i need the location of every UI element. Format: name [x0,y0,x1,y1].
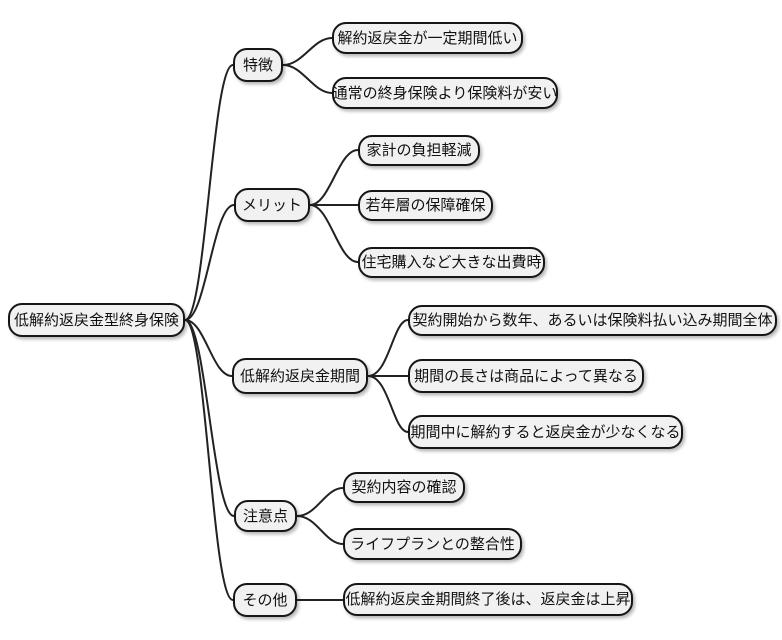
link-cautions-2 [296,515,344,545]
link-root-period [184,319,233,377]
link-merits-1 [309,149,359,206]
link-features-1 [282,37,333,66]
node-leaf-period-3: 期間中に解約すると返戻金が少なくなる [408,415,683,449]
link-merits-3 [309,204,359,263]
link-cautions-1 [296,487,344,517]
node-leaf-features-2: 通常の終身保険より保険料が安い [332,77,558,109]
node-branch-features: 特徴 [233,48,283,82]
node-leaf-cautions-2: ライフプランとの整合性 [343,528,522,560]
node-leaf-merits-3: 住宅購入など大きな出費時 [358,247,545,278]
node-leaf-merits-1: 家計の負担軽減 [358,135,480,166]
node-leaf-merits-2: 若年層の保障確保 [358,190,493,221]
node-branch-cautions: 注意点 [234,500,297,532]
node-leaf-period-1: 契約開始から数年、あるいは保険料払い込み期間全体 [408,305,777,336]
node-branch-merits: メリット [234,188,310,222]
node-branch-period: 低解約返戻金期間 [232,358,368,394]
link-root-cautions [184,319,235,517]
node-leaf-features-1: 解約返戻金が一定期間低い [332,22,523,54]
link-root-others [184,319,234,601]
node-leaf-cautions-1: 契約内容の確認 [343,472,465,503]
link-period-3 [367,375,409,433]
link-features-2 [282,64,333,94]
link-root-features [184,64,234,321]
link-root-merits [184,204,235,321]
node-leaf-period-2: 期間の長さは商品によって異なる [408,359,644,393]
link-period-1 [367,319,409,377]
node-branch-others: その他 [233,583,297,617]
node-leaf-others-1: 低解約返戻金期間終了後は、返戻金は上昇 [343,583,633,616]
node-root: 低解約返戻金型終身保険 [8,303,185,337]
